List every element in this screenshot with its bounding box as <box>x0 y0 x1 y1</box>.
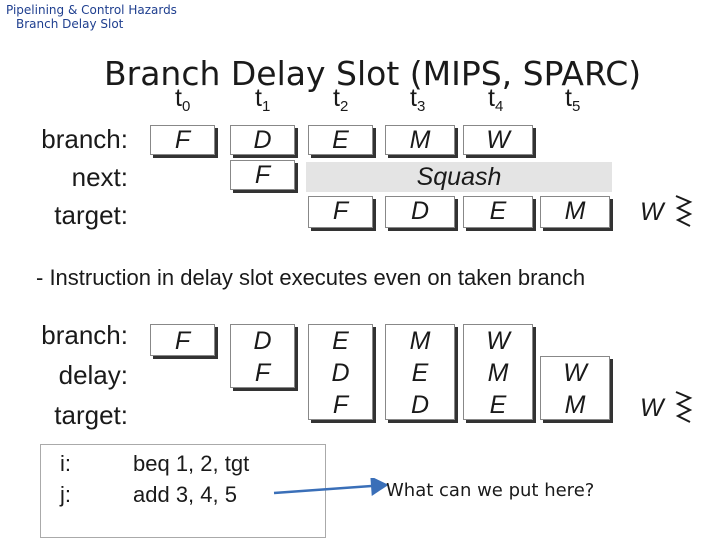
squash-band: Squash <box>306 162 612 192</box>
stage-cell: D <box>331 359 350 387</box>
stage-stack: D F <box>230 324 295 388</box>
stage-cell: F <box>332 391 349 419</box>
stage-cell: E <box>489 391 507 419</box>
stage-cell: M <box>385 125 455 155</box>
stage-cell: E <box>411 359 429 387</box>
stage-cell: E <box>332 327 349 355</box>
stage-cell: E <box>308 125 373 155</box>
stage-cell: F <box>230 160 295 190</box>
cycle-label-t3: t3 <box>410 84 426 115</box>
stage-cell: E <box>463 196 533 228</box>
stage-cell: F <box>174 327 191 355</box>
zigzag-cut-icon <box>675 391 693 423</box>
code-label-i: i: <box>60 451 71 476</box>
code-line-branch: beq 1, 2, tgt <box>133 451 250 476</box>
stage-cell: W <box>563 359 587 387</box>
stage-cell: M <box>564 391 586 419</box>
stage-cell: D <box>230 125 295 155</box>
question-text: What can we put here? <box>386 480 595 501</box>
stage-cell-open: W <box>640 394 664 422</box>
row-label-delay: delay: <box>58 360 128 390</box>
row-label-branch: branch: <box>41 124 128 154</box>
stage-cell: M <box>409 327 431 355</box>
note-text: - Instruction in delay slot executes eve… <box>36 265 586 290</box>
stage-stack: W M E <box>463 324 533 420</box>
zigzag-cut-icon <box>675 195 693 227</box>
cycle-label-t5: t5 <box>565 84 581 115</box>
cycle-label-t2: t2 <box>333 84 349 115</box>
stage-stack: W M <box>540 356 610 420</box>
row-label-next: next: <box>71 162 128 192</box>
stage-cell: F <box>150 125 215 155</box>
stage-cell: W <box>486 327 510 355</box>
stage-cell: F <box>308 196 373 228</box>
stage-cell: D <box>385 196 455 228</box>
row-label-target: target: <box>54 400 128 430</box>
stage-cell: M <box>540 196 610 228</box>
stage-cell: M <box>487 359 509 387</box>
stage-stack: E D F <box>308 324 373 420</box>
cycle-label-t1: t1 <box>255 84 271 115</box>
breadcrumb-section: Pipelining & Control Hazards <box>6 3 177 17</box>
breadcrumb-page: Branch Delay Slot <box>16 17 124 31</box>
stage-cell: D <box>253 327 272 355</box>
code-label-j: j: <box>60 482 71 507</box>
stage-cell: W <box>463 125 533 155</box>
stage-stack: F <box>150 324 215 356</box>
cycle-label-t0: t0 <box>175 84 191 115</box>
stage-cell-open: W <box>640 198 664 226</box>
stage-cell: D <box>410 391 430 419</box>
slide-title: Branch Delay Slot (MIPS, SPARC) <box>104 54 642 93</box>
row-label-target: target: <box>54 200 128 230</box>
cycle-label-t4: t4 <box>488 84 504 115</box>
code-line-delay: add 3, 4, 5 <box>133 482 237 507</box>
pointer-arrow-icon <box>273 478 389 497</box>
stage-cell: F <box>254 359 271 387</box>
row-label-branch: branch: <box>41 320 128 350</box>
stage-stack: M E D <box>385 324 455 420</box>
code-box <box>40 444 326 538</box>
